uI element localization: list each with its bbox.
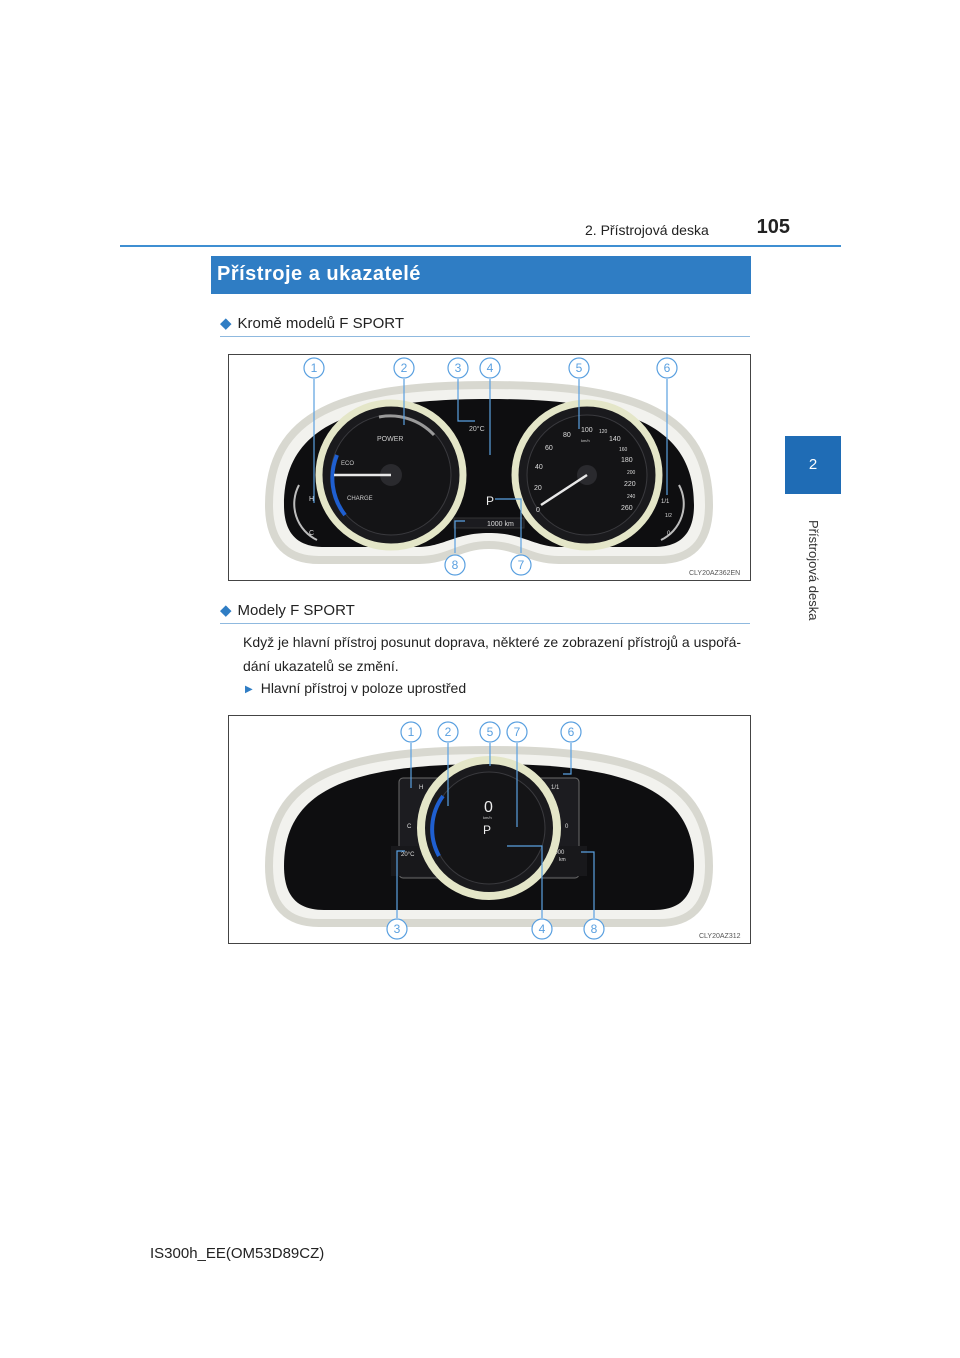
callout-8: 8: [452, 558, 459, 572]
document-code-footer: IS300h_EE(OM53D89CZ): [150, 1245, 325, 1262]
fuel-half: 1/2: [665, 513, 672, 519]
fuel-full: 1/1: [551, 785, 560, 791]
speed-tick-220: 220: [624, 481, 636, 488]
odometer: 1000 km: [487, 521, 514, 528]
figure-code: CLY20AZ312: [699, 933, 741, 940]
subheading-rule: [220, 623, 750, 624]
odometer: 1000: [551, 850, 565, 856]
subheading-standard: ◆ Kromě modelů F SPORT: [220, 314, 750, 332]
cluster-illustration-fsport: H C 1/1 0 20°C 1000 km 0 km/h P 1 2 5 7 …: [264, 721, 741, 940]
speed-tick-240: 240: [627, 494, 636, 500]
callout-6: 6: [568, 725, 575, 739]
speed-tick-180: 180: [621, 457, 633, 464]
speed-tick-200: 200: [627, 470, 636, 476]
label-eco: ECO: [341, 461, 354, 467]
label-charge: CHARGE: [347, 496, 373, 502]
chapter-tab-label: Přístrojová deska: [806, 520, 821, 621]
triangle-bullet-icon: ▶: [245, 684, 253, 695]
temp-c: C: [309, 530, 314, 537]
bullet-text: Hlavní přístroj v poloze uprostřed: [260, 680, 467, 696]
gear-indicator: P: [483, 823, 491, 837]
temp-h: H: [419, 785, 423, 791]
callout-6: 6: [664, 361, 671, 375]
fuel-empty: 0: [667, 531, 671, 537]
temp-c: C: [407, 824, 412, 830]
temp-reading: 20°C: [469, 425, 485, 433]
callout-4: 4: [487, 361, 494, 375]
callout-3: 3: [394, 922, 401, 936]
speed-tick-60: 60: [545, 445, 553, 452]
callout-1: 1: [408, 725, 415, 739]
speed-tick-260: 260: [621, 505, 633, 512]
speed-tick-140: 140: [609, 436, 621, 443]
callout-1: 1: [311, 361, 318, 375]
speed-tick-120: 120: [599, 429, 608, 435]
speed-tick-80: 80: [563, 432, 571, 439]
speed-tick-20: 20: [534, 485, 542, 492]
chapter-tab: 2: [785, 436, 841, 494]
page-number: 105: [756, 216, 790, 238]
gear-indicator: P: [486, 494, 494, 508]
callout-7: 7: [518, 558, 525, 572]
temp-h: H: [309, 496, 314, 503]
temp-reading: 20°C: [401, 852, 415, 858]
speed-tick-160: 160: [619, 447, 628, 453]
speed-tick-100: 100: [581, 427, 593, 434]
section-title: Přístroje a ukazatelé: [217, 263, 421, 285]
fuel-full: 1/1: [661, 499, 670, 505]
callout-5: 5: [576, 361, 583, 375]
body-paragraph: Když je hlavní přístroj posunut doprava,…: [243, 634, 742, 674]
callout-4: 4: [539, 922, 546, 936]
running-header-section: 2. Přístrojová deska: [585, 222, 709, 238]
subheading-fsport: ◆ Modely F SPORT: [220, 601, 750, 619]
callout-7: 7: [514, 725, 521, 739]
label-power: POWER: [377, 436, 403, 443]
header-rule: [120, 245, 841, 247]
subheading-standard-text: Kromě modelů F SPORT: [237, 315, 404, 332]
diamond-icon: ◆: [220, 315, 232, 332]
speed-unit: km/h: [581, 438, 590, 443]
speed-tick-0: 0: [536, 507, 540, 514]
callout-2: 2: [445, 725, 452, 739]
callout-8: 8: [591, 922, 598, 936]
cluster-illustration-standard: POWER ECO CHARGE H C 0 20 40 60 80 100 1…: [264, 357, 740, 577]
diamond-icon: ◆: [220, 602, 232, 619]
odometer-unit: km: [559, 857, 566, 863]
figure-code: CLY20AZ362EN: [689, 570, 740, 577]
figure-standard-cluster: POWER ECO CHARGE H C 0 20 40 60 80 100 1…: [228, 354, 751, 581]
fuel-empty: 0: [565, 824, 569, 830]
bullet-item: ▶ Hlavní přístroj v poloze uprostřed: [245, 680, 725, 696]
section-title-bar: Přístroje a ukazatelé: [211, 256, 751, 294]
subheading-fsport-text: Modely F SPORT: [237, 602, 355, 619]
callout-3: 3: [455, 361, 462, 375]
callout-2: 2: [401, 361, 408, 375]
subheading-rule: [220, 336, 750, 337]
speed-unit: km/h: [483, 815, 492, 820]
figure-fsport-cluster: H C 1/1 0 20°C 1000 km 0 km/h P 1 2 5 7 …: [228, 715, 751, 944]
callout-5: 5: [487, 725, 494, 739]
speed-value: 0: [484, 799, 493, 816]
speed-tick-40: 40: [535, 464, 543, 471]
